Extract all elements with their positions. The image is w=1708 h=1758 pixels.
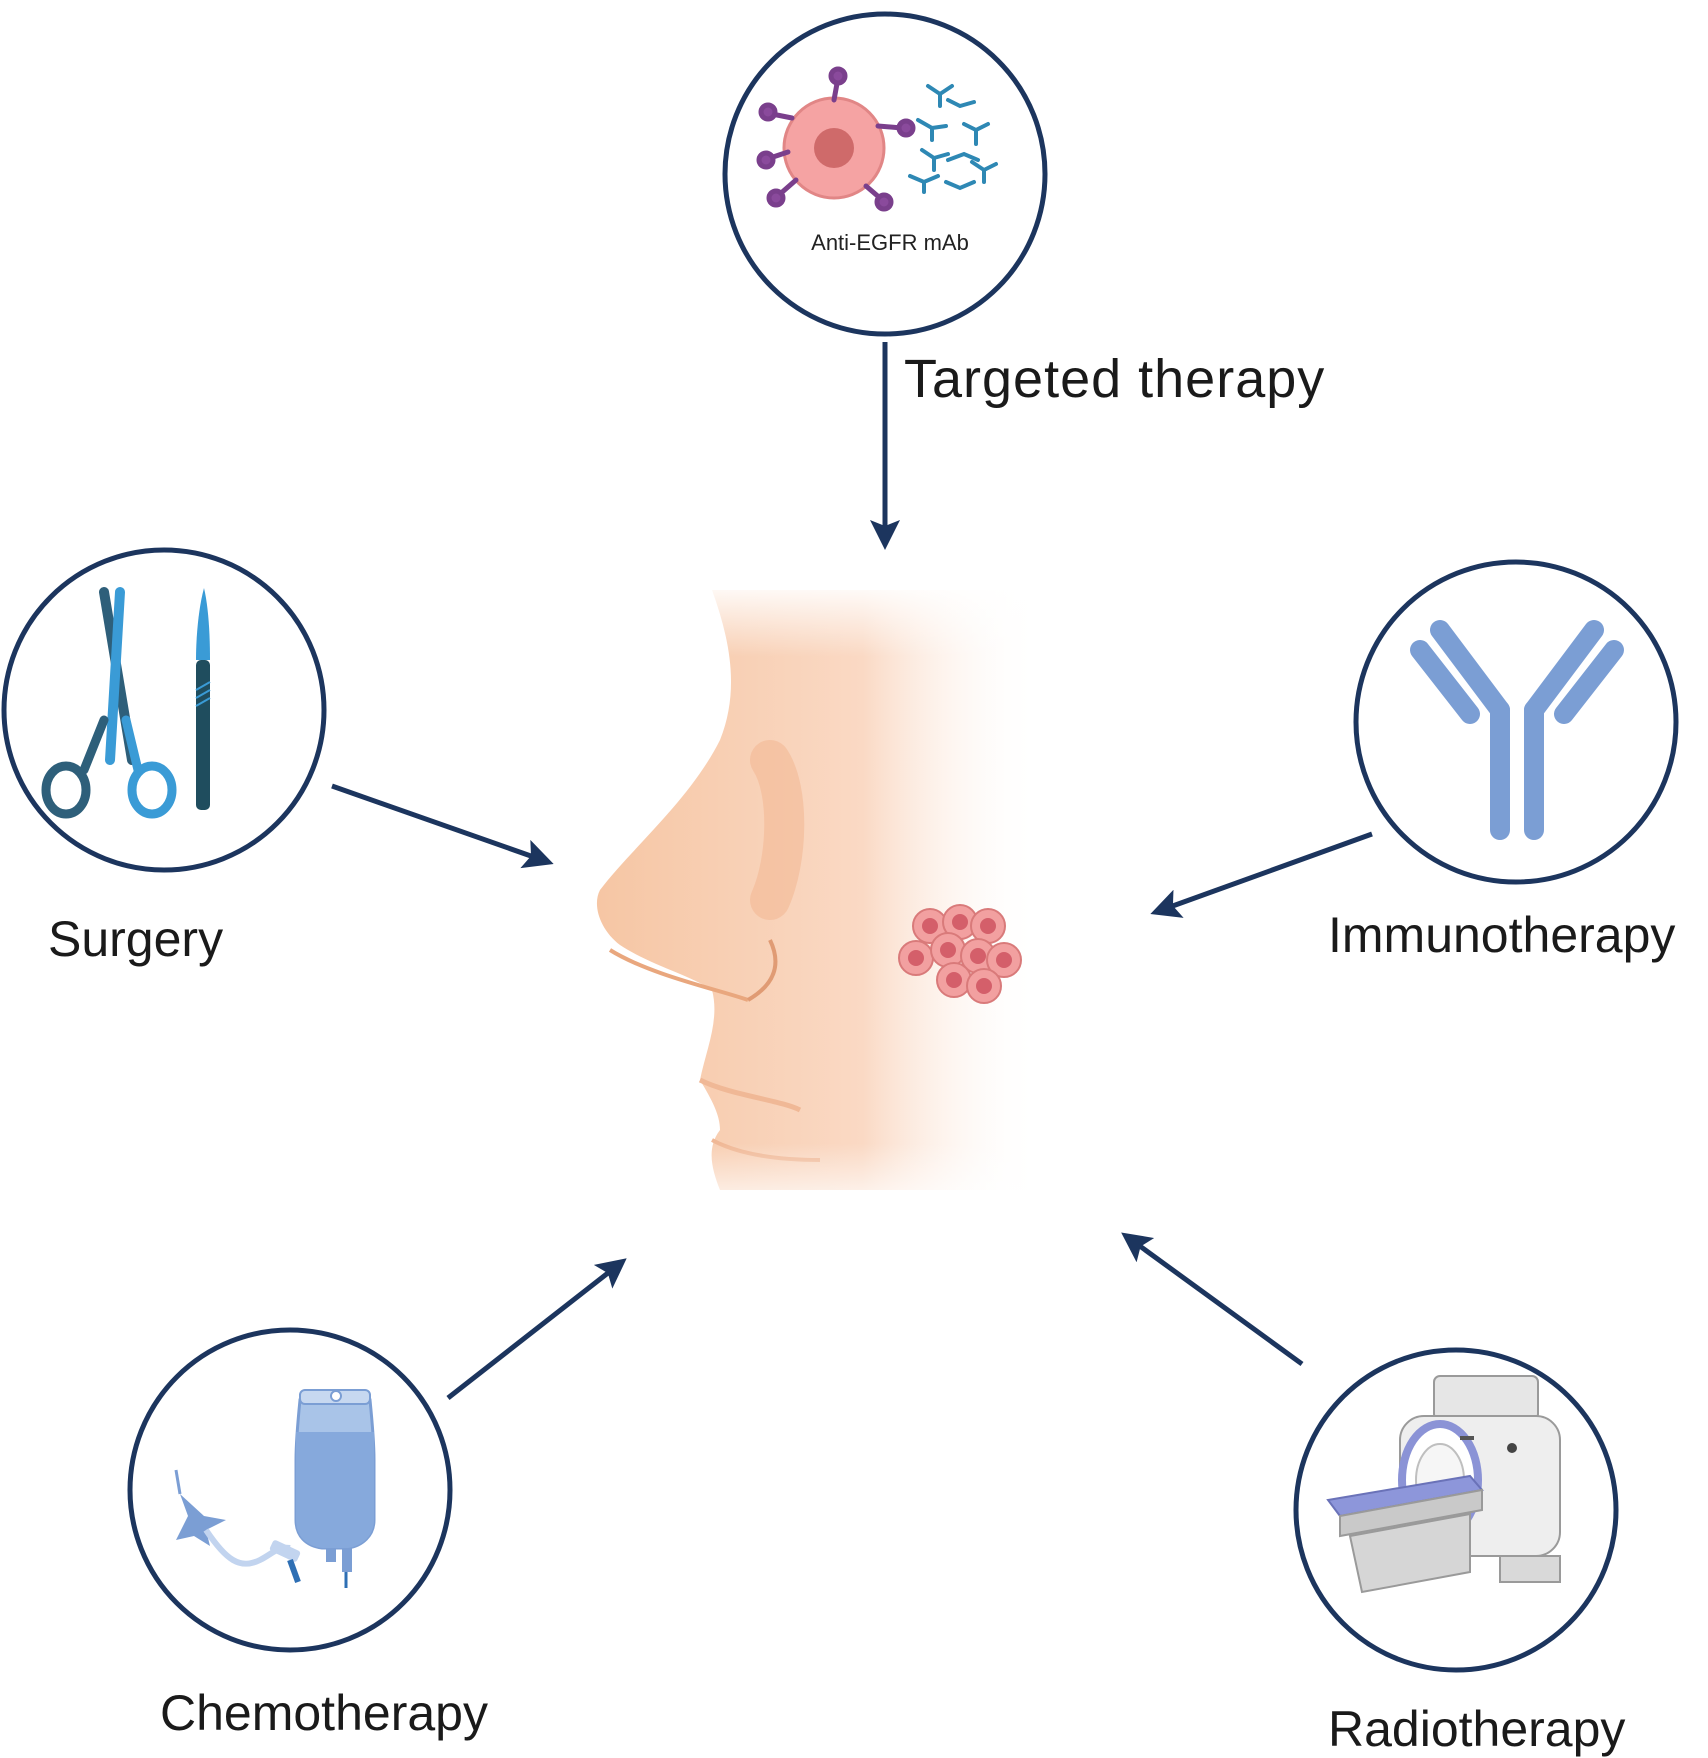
arrow-chemotherapy <box>446 1258 627 1400</box>
label-chemotherapy: Chemotherapy <box>160 1685 488 1741</box>
surgery-circle <box>1 547 327 873</box>
targeted-therapy-circle: Anti-EGFR mAb <box>722 11 1048 337</box>
label-immunotherapy: Immunotherapy <box>1328 907 1676 963</box>
label-radiotherapy: Radiotherapy <box>1328 1701 1626 1757</box>
arrow-immunotherapy <box>1150 831 1373 918</box>
radiotherapy-circle <box>1293 1347 1619 1673</box>
anti-egfr-label: Anti-EGFR mAb <box>811 230 969 255</box>
label-targeted-therapy: Targeted therapy <box>904 349 1326 409</box>
immunotherapy-circle <box>1353 559 1679 885</box>
cancer-cell-antibody-icon <box>756 66 998 212</box>
scissors-scalpel-icon <box>41 587 211 819</box>
label-surgery: Surgery <box>48 911 224 967</box>
iv-bag-icon <box>174 1389 376 1588</box>
radiotherapy-machine-icon <box>1326 1375 1561 1594</box>
chemotherapy-circle <box>127 1327 453 1653</box>
arrow-radiotherapy <box>1121 1232 1304 1367</box>
antibody-icon <box>1410 620 1624 840</box>
arrow-surgery <box>331 783 554 869</box>
face-illustration <box>596 580 1040 1220</box>
